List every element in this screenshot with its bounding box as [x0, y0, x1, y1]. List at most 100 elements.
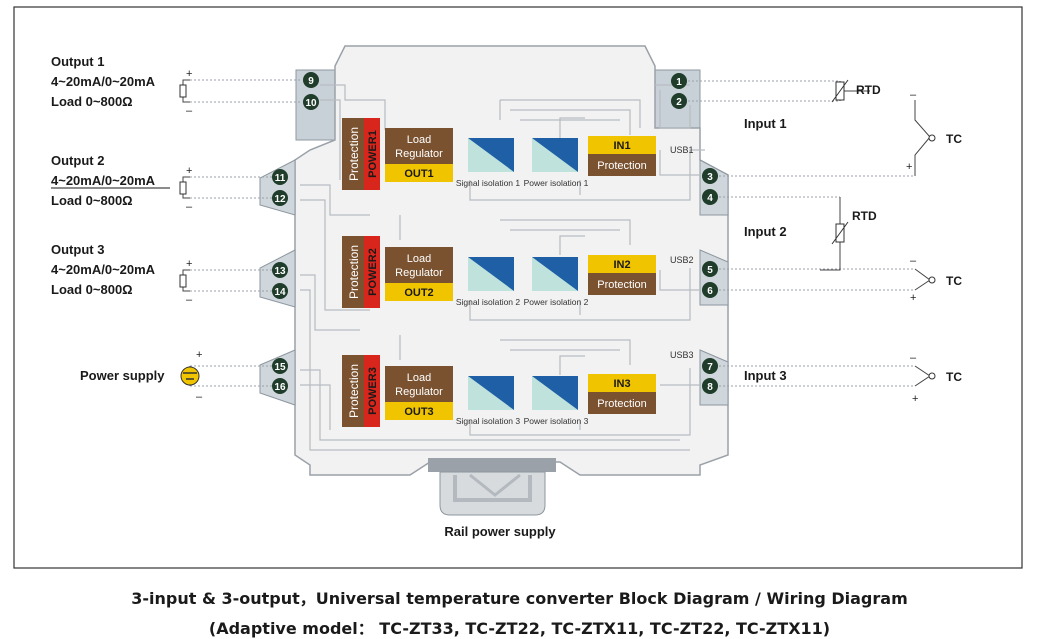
svg-text:–: – [186, 294, 193, 306]
terminal-10 [303, 94, 319, 110]
svg-text:4: 4 [707, 193, 713, 204]
svg-text:13: 13 [274, 266, 286, 277]
right-terminal-block-1 [699, 159, 729, 216]
power-label-2: POWER2 [367, 248, 379, 296]
svg-text:15: 15 [274, 362, 286, 373]
output-2-load: Load 0~800Ω [51, 193, 133, 208]
internal-traces [300, 84, 705, 451]
load-resistor-2 [179, 181, 187, 195]
svg-text:–: – [196, 391, 203, 403]
left-polarity-marks: +– +– +– +– [186, 68, 203, 403]
input-2-label: Input 2 [744, 224, 787, 239]
output-3-title: Output 3 [51, 242, 104, 257]
signal-isolation-diag-1 [468, 138, 514, 172]
caption-title: 3-input & 3-output，Universal temperature… [131, 589, 908, 608]
tc-junction-3 [928, 372, 936, 380]
tc-junction-2 [928, 276, 936, 284]
usb-label-2: USB2 [670, 255, 694, 265]
channel-1: Protection POWER1 Load Regulator OUT1 Si… [342, 118, 694, 190]
output-2-title: Output 2 [51, 153, 104, 168]
tc-label-2: TC [946, 274, 962, 288]
diagram-frame [13, 6, 1023, 569]
power-isolation-label-2: Power isolation 2 [524, 297, 589, 307]
input-3-label: Input 3 [744, 368, 787, 383]
svg-text:1: 1 [676, 77, 682, 88]
svg-text:+: + [186, 68, 192, 80]
out-label-3: OUT3 [404, 406, 433, 418]
load-regulator-label-2a: Load [407, 253, 431, 265]
svg-text:10: 10 [305, 98, 317, 109]
terminal-4 [702, 189, 718, 205]
in-block-1 [588, 136, 656, 154]
in-protection-block-1 [588, 154, 656, 176]
terminal-11 [272, 169, 288, 185]
channel-2: Protection POWER2 Load Regulator OUT2 Si… [342, 236, 694, 308]
tc-junction-1 [928, 134, 936, 142]
terminal-14 [272, 283, 288, 299]
load-resistor-1 [179, 84, 187, 98]
protection-label-2: Protection [347, 245, 361, 299]
tc-label-3: TC [946, 370, 962, 384]
svg-text:+: + [906, 161, 912, 173]
right-terminals: 1 2 3 4 5 6 7 8 [671, 73, 718, 394]
svg-text:+: + [186, 258, 192, 270]
power-isolation-diag-1 [532, 138, 578, 172]
terminal-1 [671, 73, 687, 89]
signal-isolation-label-3: Signal isolation 3 [456, 416, 521, 426]
power-isolation-diag-2 [532, 257, 578, 291]
terminal-16 [272, 378, 288, 394]
svg-text:7: 7 [707, 362, 713, 373]
out-block-2 [385, 283, 453, 301]
rtd-icon-1 [831, 79, 849, 103]
output-3-range: 4~20mA/0~20mA [51, 262, 156, 277]
output-2-range: 4~20mA/0~20mA [51, 173, 156, 188]
usb-label-1: USB1 [670, 145, 694, 155]
rtd-label-2: RTD [852, 209, 877, 223]
svg-text:11: 11 [275, 173, 286, 184]
terminal-9 [303, 72, 319, 88]
power-label-1: POWER1 [367, 130, 379, 178]
output-3-load: Load 0~800Ω [51, 282, 133, 297]
right-external-wires [688, 80, 915, 387]
power-block-2 [364, 236, 380, 308]
input-1-label: Input 1 [744, 116, 787, 131]
terminal-3 [702, 168, 718, 184]
terminal-12 [272, 190, 288, 206]
svg-text:–: – [186, 201, 193, 213]
in-protection-block-3 [588, 392, 656, 414]
load-regulator-block-2 [385, 247, 453, 283]
rtd-icon-2 [831, 221, 849, 245]
rtd-label-1: RTD [856, 83, 881, 97]
in-protection-block-2 [588, 273, 656, 295]
input-labels: Input 1 Input 2 Input 3 RTD RTD TC TC TC [744, 83, 962, 384]
load-regulator-block-1 [385, 128, 453, 164]
left-solid-wires [182, 79, 191, 386]
signal-isolation-diag-2 [468, 257, 514, 291]
load-regulator-block-3 [385, 366, 453, 402]
out-label-1: OUT1 [404, 168, 433, 180]
left-terminal-block-1 [259, 159, 296, 216]
svg-text:8: 8 [707, 382, 713, 393]
usb-label-3: USB3 [670, 350, 694, 360]
in-block-3 [588, 374, 656, 392]
svg-text:–: – [186, 105, 193, 117]
svg-text:6: 6 [707, 286, 713, 297]
caption-models: (Adaptive model： TC-ZT33, TC-ZT22, TC-ZT… [208, 619, 831, 638]
output-1-title: Output 1 [51, 54, 104, 69]
load-regulator-label-3a: Load [407, 372, 431, 384]
output-1-load: Load 0~800Ω [51, 94, 133, 109]
left-terminal-block-3 [259, 349, 296, 406]
signal-isolation-label-1: Signal isolation 1 [456, 178, 521, 188]
left-terminals: 9 10 11 12 13 14 15 16 [272, 72, 319, 394]
power-block-3 [364, 355, 380, 427]
terminal-13 [272, 262, 288, 278]
terminal-7 [702, 358, 718, 374]
power-isolation-label-1: Power isolation 1 [524, 178, 589, 188]
power-supply-label: Power supply [80, 368, 165, 383]
in-label-3: IN3 [613, 378, 630, 390]
protection-label-3: Protection [347, 364, 361, 418]
out-label-2: OUT2 [404, 287, 433, 299]
svg-text:+: + [186, 165, 192, 177]
svg-text:–: – [910, 255, 917, 267]
